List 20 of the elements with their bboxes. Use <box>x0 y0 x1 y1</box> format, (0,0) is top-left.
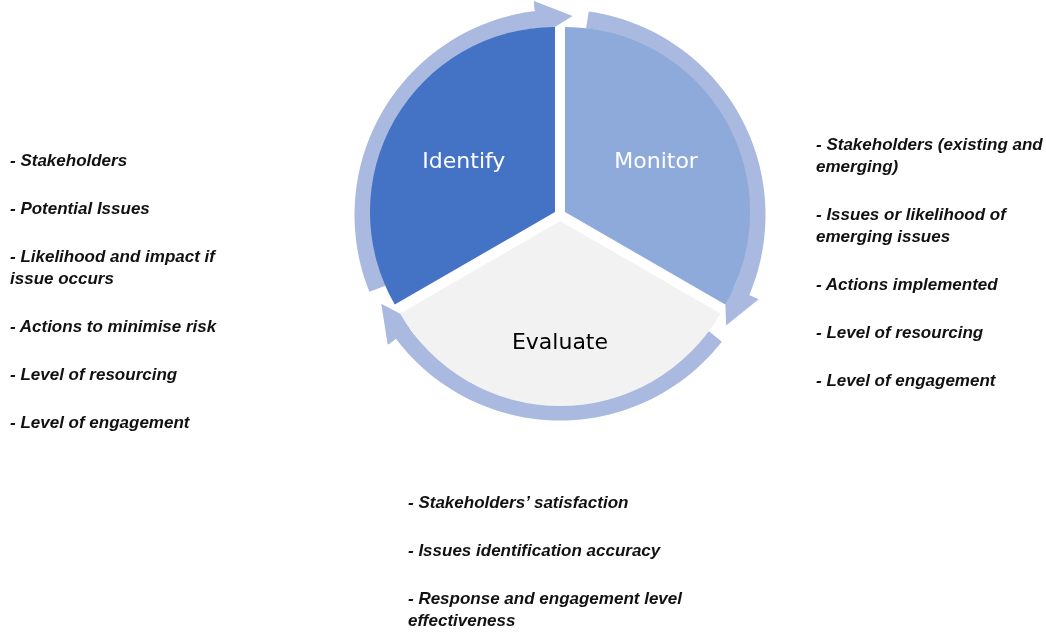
list-item: - Level of resourcing <box>816 322 985 344</box>
list-item: - Stakeholders’ satisfaction <box>408 492 630 514</box>
list-item: - Response and engagement level effectiveness <box>408 588 684 632</box>
list-item: - Stakeholders (existing and emerging) <box>816 134 1044 178</box>
list-item: - Level of engagement <box>10 412 191 434</box>
cycle-arrow <box>354 0 573 292</box>
cycle-arrow <box>381 303 722 421</box>
list-item: - Issues or likelihood of emerging issues <box>816 204 1009 248</box>
cycle-arrow <box>585 11 766 326</box>
segment-label: Evaluate <box>511 328 609 354</box>
list-item: - Actions implemented <box>816 274 999 296</box>
list-item: - Actions to minimise risk <box>10 316 218 338</box>
list-item: - Level of engagement <box>816 370 997 392</box>
list-item: - Issues identification accuracy <box>408 540 662 562</box>
list-item: - Stakeholders <box>10 150 129 172</box>
list-item: - Level of resourcing <box>10 364 179 386</box>
list-item: - Likelihood and impact if issue occurs <box>10 246 218 290</box>
list-item: - Potential Issues <box>10 198 151 220</box>
segment-label: Identify <box>422 147 506 172</box>
segment-label: Monitor <box>614 147 698 172</box>
